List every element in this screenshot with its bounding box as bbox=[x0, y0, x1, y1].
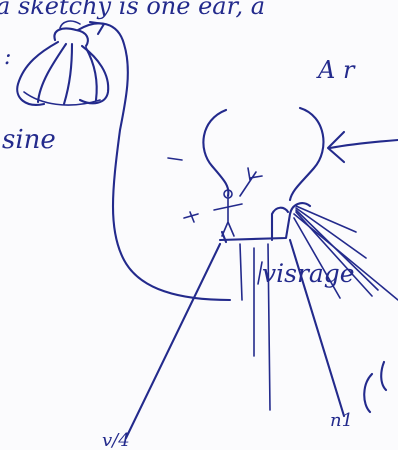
visceral-label: visrage bbox=[262, 259, 355, 288]
garlic-label: sine bbox=[2, 125, 56, 155]
top-handwriting-line: a sketchy is one ear, a bbox=[0, 0, 265, 20]
garlic-bulb-drawing bbox=[17, 21, 108, 105]
diagonal-line-left bbox=[126, 244, 220, 438]
right-arrow-to-lobe bbox=[328, 132, 398, 162]
bottom-right-bracket bbox=[364, 362, 386, 412]
vertical-line-left bbox=[240, 244, 242, 300]
top-right-fragment: A r bbox=[316, 56, 356, 84]
colon-mark: : bbox=[4, 45, 11, 70]
bottom-left-mark: v/4 bbox=[102, 430, 130, 450]
bottom-right-mark: n1 bbox=[330, 410, 353, 431]
